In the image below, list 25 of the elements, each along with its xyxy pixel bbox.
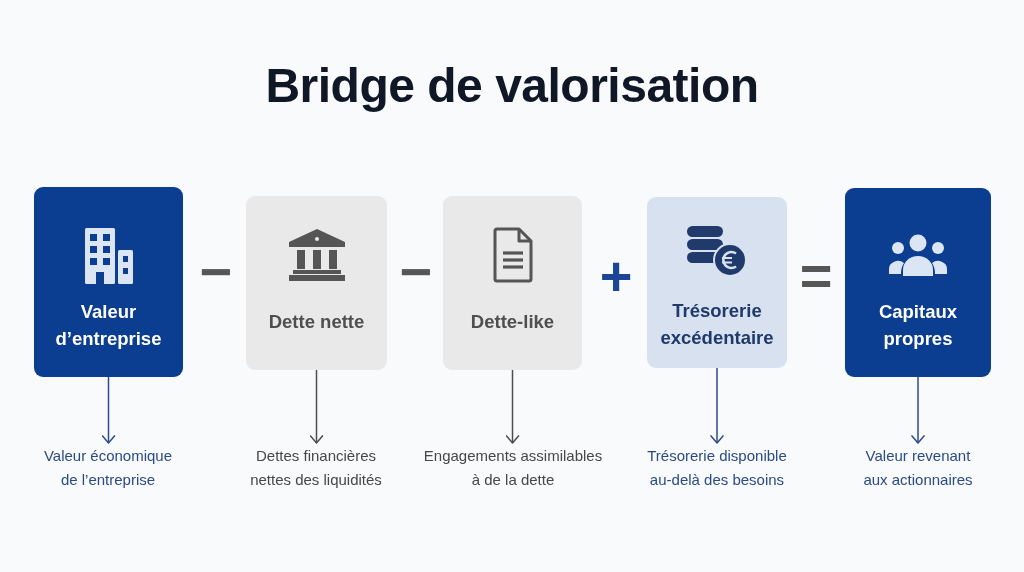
arrow — [710, 367, 724, 444]
minus-sign: − — [199, 262, 233, 282]
value-card — [34, 187, 183, 377]
description-text: Trésorerie disponible au-delà des besoins — [642, 444, 792, 492]
card-title: Capitaux propres — [877, 300, 959, 351]
minus-sign: − — [399, 262, 433, 282]
card-title: Dette-like — [470, 309, 555, 334]
arrow — [505, 369, 520, 444]
arrow — [101, 376, 116, 444]
value-card — [647, 197, 787, 368]
value-card — [845, 188, 991, 377]
value-card — [246, 196, 387, 370]
arrow — [911, 376, 925, 444]
description-text: Valeur économique de l’entreprise — [38, 444, 178, 492]
card-title: Dette nette — [268, 309, 365, 334]
description-text: Valeur revenant aux actionnaires — [856, 444, 980, 492]
description-text: Dettes financières nettes des liquidités — [245, 444, 387, 492]
card-title: Trésorerie excédentaire — [659, 299, 775, 350]
value-card — [443, 196, 582, 370]
diagram-title: Bridge de valorisation — [265, 58, 759, 114]
description-text: Engagements assimilables à de la dette — [420, 444, 606, 492]
card-title: Valeur d’entreprise — [54, 300, 163, 351]
equals-sign: = — [799, 263, 833, 289]
arrow — [309, 369, 324, 444]
plus-sign: + — [599, 258, 633, 294]
